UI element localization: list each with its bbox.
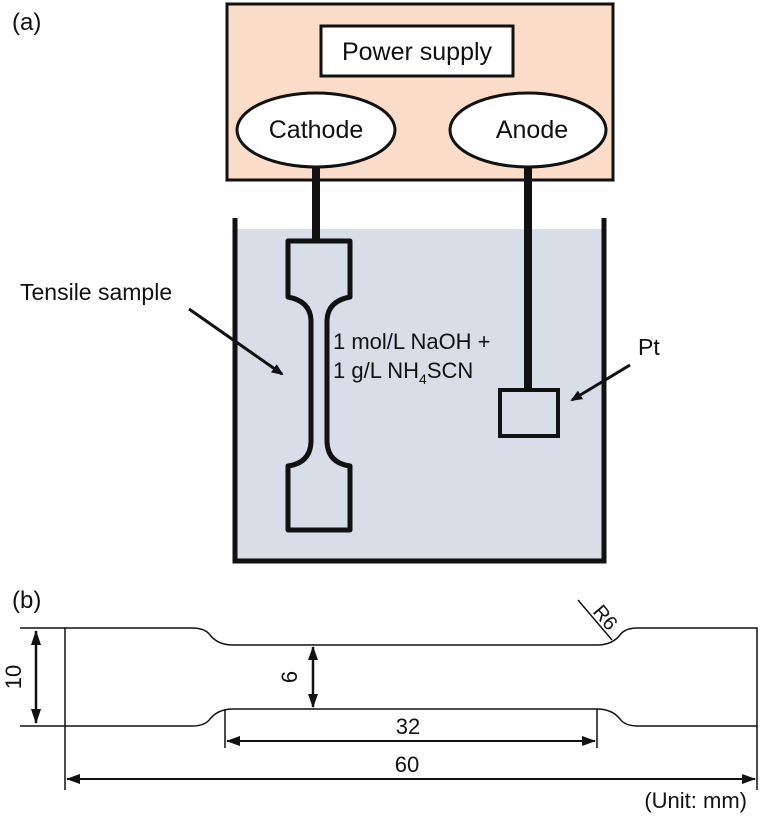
electrolyte-solution	[235, 229, 604, 560]
total-length-label: 60	[395, 752, 419, 777]
cathode-label: Cathode	[269, 116, 364, 144]
anode-label: Anode	[496, 116, 568, 144]
tensile-sample-arrow	[188, 307, 284, 376]
pt-arrow	[570, 363, 631, 402]
solution-label-line1: 1 mol/L NaOH +	[333, 329, 491, 354]
tensile-sample-specimen	[285, 238, 353, 533]
power-supply-box	[319, 24, 515, 78]
panel-a-label: (a)	[12, 9, 41, 36]
gauge-width-arrowheads	[308, 646, 318, 708]
beaker	[232, 218, 607, 564]
solution-label-line2: 1 g/L NH4SCN	[333, 358, 473, 387]
power-supply-label: Power supply	[342, 38, 493, 66]
unit-label: (Unit: mm)	[644, 788, 747, 813]
pt-electrode	[498, 388, 560, 438]
gauge-length-label: 32	[396, 714, 420, 739]
radius-leader-line	[577, 599, 613, 641]
pt-label: Pt	[638, 334, 660, 360]
gauge-width-label: 6	[277, 671, 302, 683]
tensile-sample-label: Tensile sample	[20, 279, 172, 305]
radius-label: R6	[588, 601, 621, 635]
width-label: 10	[1, 665, 26, 689]
panel-b-label: (b)	[12, 587, 41, 614]
specimen-drawing	[64, 627, 758, 727]
